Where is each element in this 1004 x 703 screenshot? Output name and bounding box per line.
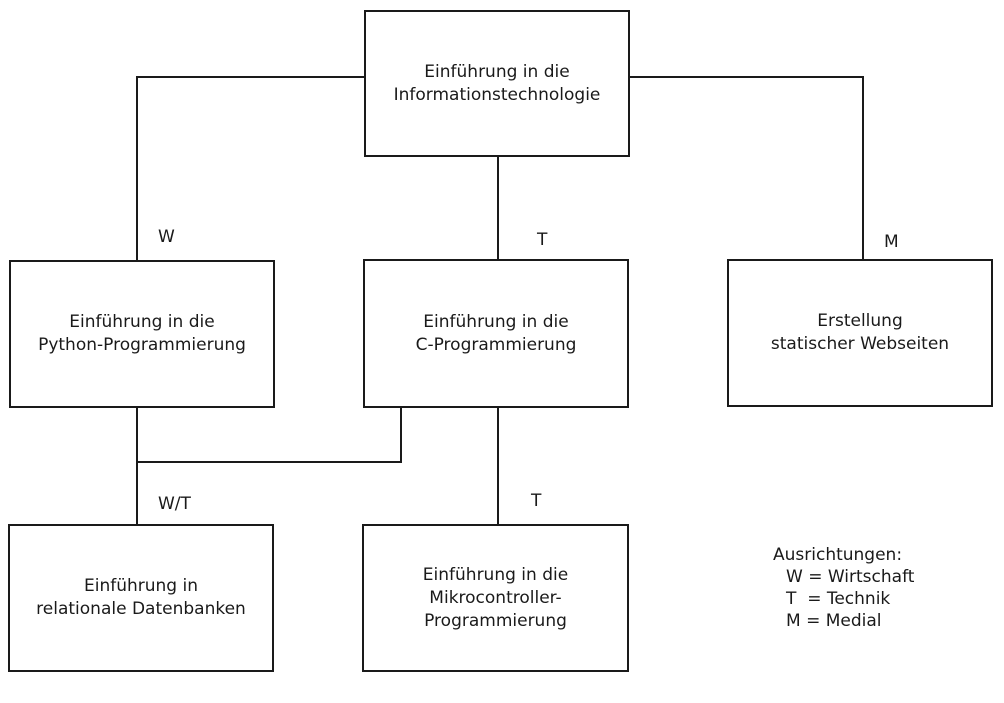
node-static-websites-line-2: statischer Webseiten <box>770 334 950 354</box>
legend-entry-m: M = Medial <box>786 611 882 631</box>
node-python-line-2: Python-Programmierung <box>38 335 246 355</box>
node-relational-databases: Einführung in relationale Datenbanken <box>8 524 274 672</box>
node-microcontroller-line-1: Einführung in die <box>422 564 569 585</box>
edge-label-wt: W/T <box>158 494 191 514</box>
legend: Ausrichtungen: W = Wirtschaft T = Techni… <box>773 544 914 632</box>
node-intro-it: Einführung in die Informationstechnologi… <box>364 10 630 157</box>
node-relational-databases-line-1: Einführung in <box>83 576 198 596</box>
edge-label-w: W <box>158 227 175 247</box>
node-c-programming-line-2: C-Programmierung <box>415 334 577 355</box>
node-python: Einführung in die Python-Programmierung <box>9 260 275 408</box>
connector-it-to-web <box>630 76 864 260</box>
node-microcontroller-line-2: Mikrocontroller- <box>429 587 562 608</box>
edge-label-t-top: T <box>537 230 548 250</box>
connector-python-c-merge <box>136 407 402 463</box>
edge-label-m: M <box>884 232 899 252</box>
legend-entry-t: T = Technik <box>786 589 891 609</box>
node-intro-it-line-1: Einführung in die <box>424 61 570 82</box>
edge-label-t-bottom: T <box>531 491 542 511</box>
node-microcontroller-line-3: Programmierung <box>424 610 567 631</box>
connector-it-to-python <box>136 76 364 261</box>
node-c-programming-line-1: Einführung in die <box>423 311 569 332</box>
node-intro-it-line-2: Informationstechnologie <box>393 84 601 105</box>
node-relational-databases-line-2: relationale Datenbanken <box>36 599 246 619</box>
legend-entry-w: W = Wirtschaft <box>786 567 915 587</box>
node-microcontroller: Einführung in die Mikrocontroller- Progr… <box>362 524 629 672</box>
legend-title: Ausrichtungen: <box>773 545 903 565</box>
node-python-line-1: Einführung in die <box>69 312 215 332</box>
node-c-programming: Einführung in die C-Programmierung <box>363 259 629 408</box>
node-static-websites: Erstellung statischer Webseiten <box>727 259 993 407</box>
node-static-websites-line-1: Erstellung <box>817 311 903 331</box>
